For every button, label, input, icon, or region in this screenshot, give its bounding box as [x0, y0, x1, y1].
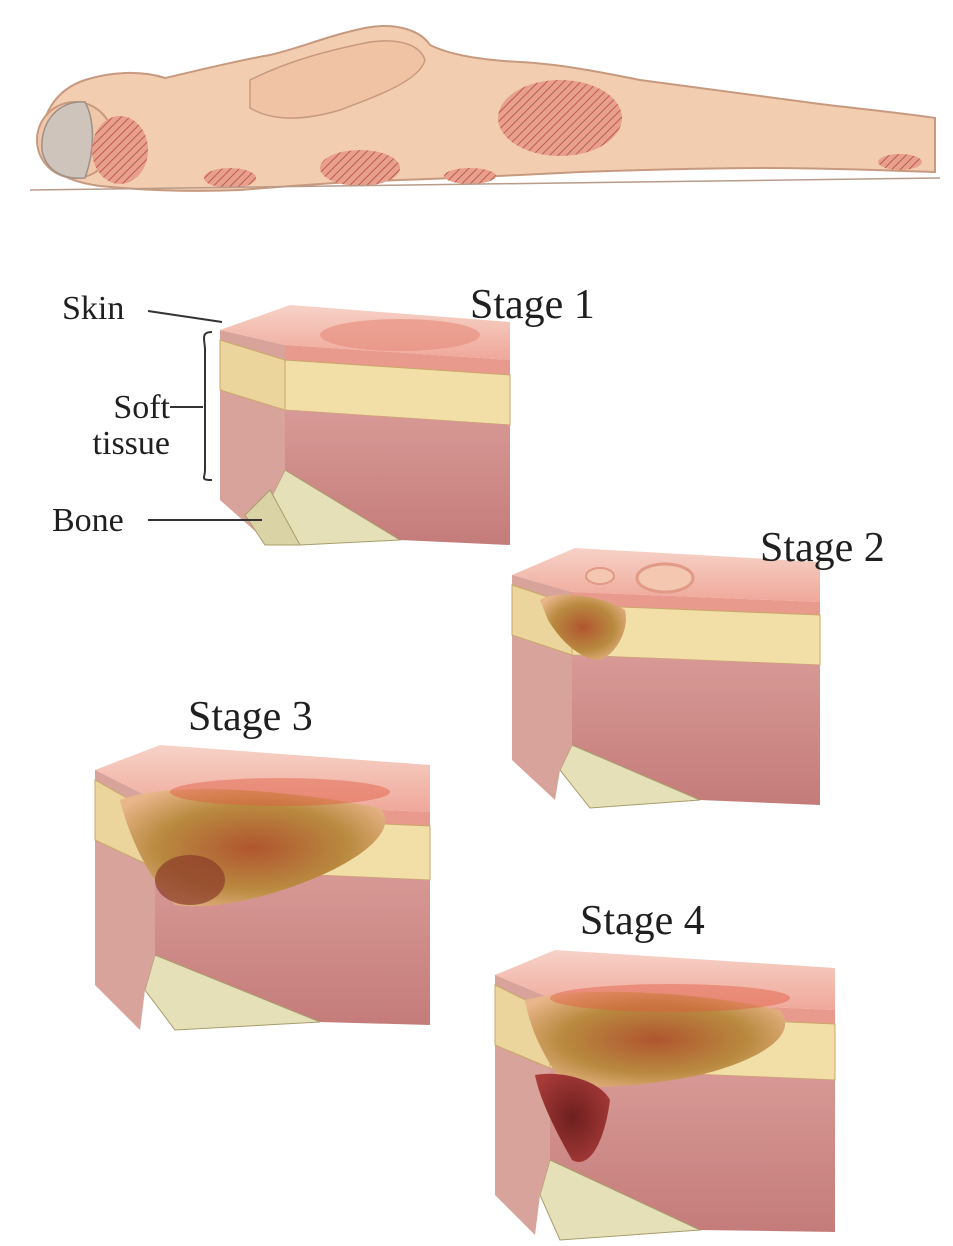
- stage-3-block: [95, 745, 430, 1030]
- hip-pressure-area: [444, 168, 496, 184]
- stage-4-block: [495, 950, 835, 1240]
- stage-1-redness: [320, 319, 480, 351]
- shoulder-pressure-area: [320, 150, 400, 186]
- skin-leader: [148, 311, 222, 322]
- stage-3-label: Stage 3: [188, 696, 313, 738]
- stage-4-label: Stage 4: [580, 900, 705, 942]
- soft-tissue-bracket: [204, 332, 212, 480]
- stage-2-label: Stage 2: [760, 527, 885, 569]
- head-pressure-area: [92, 116, 148, 184]
- stage-3-wound-center: [155, 855, 225, 905]
- stage-2-blister: [637, 564, 693, 592]
- stage-2-block: [512, 548, 820, 808]
- stage-4-redness: [550, 984, 790, 1012]
- stage-1-label: Stage 1: [470, 284, 595, 326]
- bone-label: Bone: [52, 504, 124, 538]
- stage-2-blister-small: [586, 568, 614, 584]
- soft-tissue-label: Soft tissue: [44, 390, 170, 462]
- sacrum-pressure-area: [498, 80, 622, 156]
- stage-1-block: [220, 305, 510, 545]
- stage-3-redness: [170, 778, 390, 806]
- skin-label: Skin: [62, 292, 124, 326]
- elbow-pressure-area: [204, 168, 256, 188]
- heel-pressure-area: [878, 154, 922, 170]
- reclining-body: [30, 26, 940, 191]
- body-outline: [40, 26, 935, 191]
